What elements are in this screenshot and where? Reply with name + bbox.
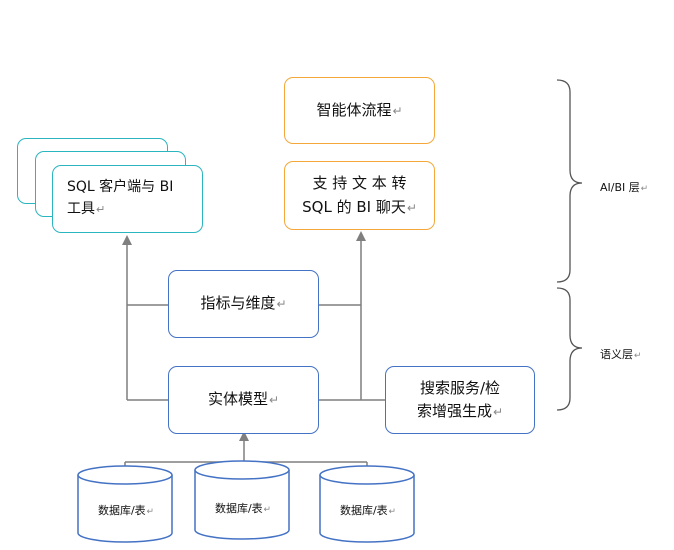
search-rag-box: 搜索服务/检 索增强生成↵ [385, 366, 535, 434]
sql-client-label-line2: 工具 [67, 201, 95, 217]
metrics-dimensions-label: 指标与维度 [200, 294, 276, 313]
entity-model-box: 实体模型↵ [168, 366, 319, 434]
intelligent-agent-flow-label: 智能体流程 [316, 100, 392, 119]
entity-model-label: 实体模型 [207, 390, 268, 409]
database-cylinder-2 [194, 460, 290, 540]
search-rag-label-line1: 搜索服务/检 [419, 378, 501, 397]
search-rag-label-line2: 索增强生成 [416, 402, 492, 420]
text-to-sql-bi-chat-box: 支 持 文 本 转 SQL 的 BI 聊天↵ [284, 161, 435, 230]
metrics-dimensions-box: 指标与维度↵ [168, 270, 319, 338]
database-cylinder-3 [319, 465, 415, 543]
ai-bi-layer-brace [556, 79, 583, 283]
ai-bi-layer-label: AI/BI 层↵ [600, 181, 649, 194]
sql-client-label-line1: SQL 客户端与 BI [67, 179, 174, 196]
text-to-sql-label-line1: 支 持 文 本 转 [312, 174, 407, 193]
database-label-3: 数据库/表↵ [339, 504, 397, 517]
semantic-layer-label: 语义层↵ [600, 348, 642, 361]
sql-client-bi-tools-box: SQL 客户端与 BI 工具↵ [52, 165, 203, 233]
database-label-2: 数据库/表↵ [214, 502, 272, 515]
intelligent-agent-flow-box: 智能体流程↵ [284, 77, 435, 144]
database-cylinder-1 [77, 465, 173, 543]
semantic-layer-brace [556, 287, 583, 411]
database-label-1: 数据库/表↵ [97, 504, 155, 517]
text-to-sql-label-line2: SQL 的 BI 聊天 [302, 197, 406, 216]
